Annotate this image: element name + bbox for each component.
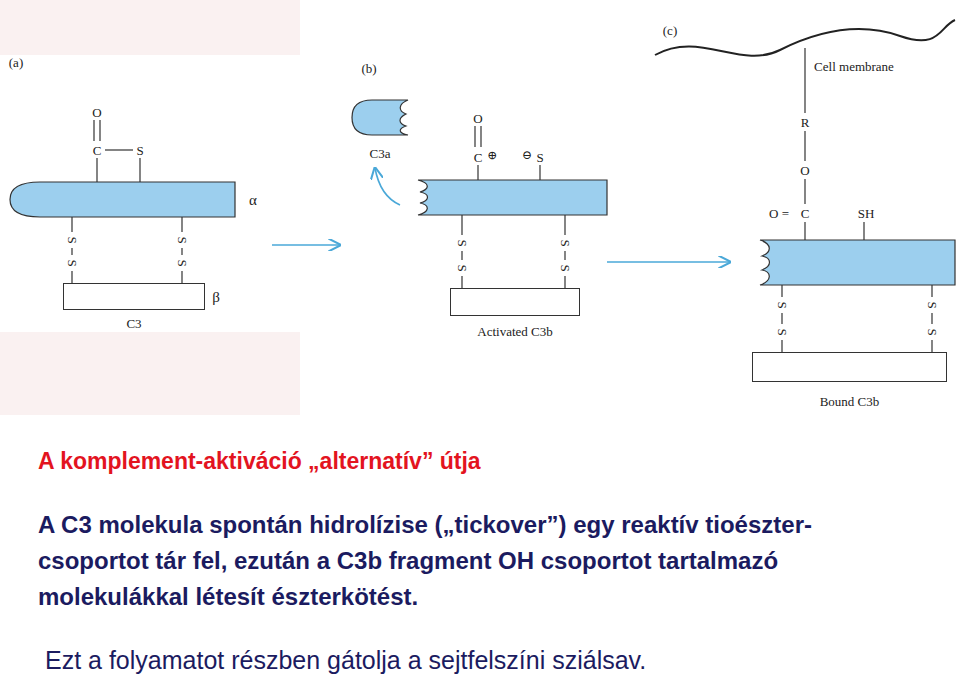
sulfur-atom: S — [776, 328, 789, 335]
atom-label: C — [93, 144, 102, 157]
chain-label: Activated C3b — [477, 325, 552, 338]
sulfur-atom: S — [926, 328, 939, 335]
bonds — [72, 120, 182, 283]
sulfur-atom: S — [456, 264, 469, 271]
release-arrow — [375, 168, 400, 205]
sulfur-atom: S — [176, 259, 189, 266]
alpha-chain — [10, 182, 235, 217]
atom-label: O — [473, 112, 482, 125]
atom-label: O — [800, 164, 809, 177]
step-arrow — [607, 261, 730, 263]
chain-label: C3 — [126, 317, 141, 330]
atom-label: α — [249, 193, 257, 208]
bonds — [462, 126, 565, 288]
sulfur-atom: S — [176, 236, 189, 243]
atom-label: (c) — [663, 24, 677, 37]
atom-label: (b) — [361, 62, 376, 75]
background-patch — [0, 0, 300, 55]
atom-label: O = — [769, 207, 789, 220]
atom-label: SH — [858, 207, 875, 220]
atom-label: C — [474, 151, 483, 164]
step-arrow — [272, 244, 340, 246]
background-patch — [0, 332, 300, 415]
title: A komplement-aktiváció „alternatív” útja — [38, 448, 481, 475]
alpha-chain — [760, 240, 955, 285]
atom-label: C — [801, 207, 810, 220]
c3a-shape — [352, 100, 408, 135]
sulfur-atom: S — [66, 236, 79, 243]
beta-chain-box: C3 — [63, 283, 205, 310]
c3a-fragment: C3a — [352, 100, 408, 135]
alpha-chain — [418, 180, 607, 215]
bonds — [782, 48, 932, 352]
atom-label: R — [801, 116, 810, 129]
description-text: Ezt a folyamatot részben gátolja a sejtf… — [45, 642, 945, 677]
chain-label: Bound C3b — [820, 395, 880, 408]
beta-chain-box: Activated C3b — [450, 288, 580, 316]
sulfur-atom: S — [926, 301, 939, 308]
atom-label: Cell membrane — [814, 60, 894, 73]
description-text: A C3 molekula spontán hidrolízise („tick… — [38, 507, 908, 615]
atom-label: (a) — [9, 56, 23, 69]
chain-label: C3a — [370, 147, 391, 160]
atom-label: S — [536, 151, 543, 164]
atom-label: S — [136, 144, 143, 157]
atom-label: O — [92, 106, 101, 119]
c3a-outline — [352, 100, 408, 135]
sulfur-atom: S — [559, 264, 572, 271]
atom-label: ⊕ — [487, 149, 497, 161]
sulfur-atom: S — [456, 239, 469, 246]
atom-label: ⊖ — [522, 149, 532, 161]
beta-chain-box: Bound C3b — [752, 352, 947, 382]
atom-label: β — [212, 290, 220, 305]
sulfur-atom: S — [66, 259, 79, 266]
sulfur-atom: S — [559, 239, 572, 246]
sulfur-atom: S — [776, 301, 789, 308]
